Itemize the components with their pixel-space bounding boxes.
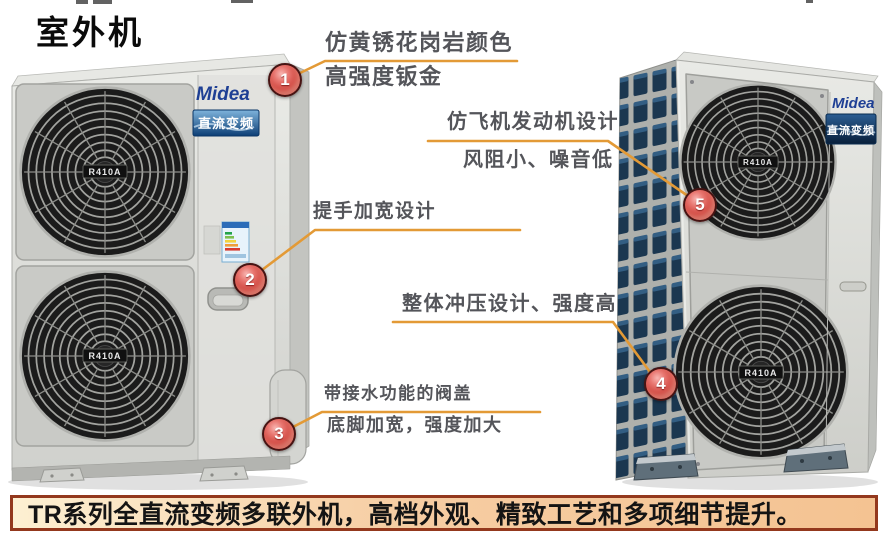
- energy-bar: [225, 236, 234, 239]
- foot-bolt: [678, 465, 682, 469]
- foot-bolt: [234, 472, 238, 476]
- refrigerant-badge: [82, 348, 128, 363]
- bottom-banner: TR系列全直流变频多联外机，高档外观、精致工艺和多项细节提升。: [10, 495, 878, 531]
- foot-bolt: [210, 473, 214, 477]
- callout-1-line-2: 高强度钣金: [325, 64, 443, 89]
- panel-seam: [825, 91, 831, 461]
- callout-2-line-1: 提手加宽设计: [313, 201, 437, 222]
- callout-3-line-2: 底脚加宽，强度加大: [327, 415, 503, 435]
- callout-marker-4: 4: [644, 367, 678, 401]
- callout-4-line-1: 整体冲压设计、强度高: [402, 293, 617, 315]
- mounting-foot: [39, 467, 85, 483]
- refrigerant-label: R410A: [88, 351, 121, 361]
- refrigerant-label: R410A: [744, 368, 777, 378]
- callout-marker-2: 2: [233, 263, 267, 297]
- badge-wave: [193, 123, 255, 131]
- mounting-foot-plate: [786, 444, 846, 456]
- refrigerant-badge: [738, 365, 784, 380]
- callout-number: 4: [656, 374, 666, 393]
- callout-number: 3: [274, 424, 284, 443]
- callout-5-line-2: 风阻小、噪音低: [463, 149, 614, 171]
- energy-bar: [225, 240, 236, 243]
- energy-bar: [225, 244, 238, 247]
- foot-bolt: [650, 467, 654, 471]
- mounting-foot-plate: [636, 454, 696, 464]
- callout-marker-5: 5: [683, 188, 717, 222]
- refrigerant-label: R410A: [743, 158, 773, 167]
- panel-screw: [820, 94, 824, 98]
- top-crop-artifact: [806, 0, 813, 3]
- foot-bolt: [828, 456, 832, 460]
- callout-1-line-1: 仿黄锈花岗岩颜色: [325, 30, 514, 55]
- inverter-badge: [825, 113, 877, 145]
- panel-seam: [685, 271, 829, 281]
- outdoor-unit-angle-photo: R410A R410A Midea 直流变频: [615, 51, 883, 490]
- foot-bolt: [50, 474, 54, 478]
- callout-number: 5: [695, 195, 705, 214]
- vent-grid-slots: [616, 60, 688, 480]
- inverter-badge-label: 直流变频: [198, 116, 254, 131]
- callout-marker-3: 3: [262, 417, 296, 451]
- inverter-badge-label: 直流变频: [827, 123, 875, 137]
- refrigerant-badge: [82, 164, 128, 179]
- energy-bar: [225, 248, 240, 251]
- top-crop-artifact: [93, 0, 112, 4]
- top-crop-artifact: [231, 0, 253, 3]
- panel-screw: [690, 80, 694, 84]
- carry-handle: [839, 281, 867, 292]
- energy-label-header: [222, 222, 249, 228]
- callout-5-line-1: 仿飞机发动机设计: [447, 111, 619, 133]
- midea-logo: Midea: [832, 95, 875, 112]
- panel-screw: [696, 462, 700, 466]
- callout-marker-1: 1: [268, 63, 302, 97]
- page-title: 室外机: [36, 14, 144, 51]
- callout-number: 2: [245, 270, 255, 289]
- top-crop-artifact: [76, 0, 88, 4]
- callout-number: 1: [280, 70, 290, 89]
- mounting-foot: [199, 465, 249, 482]
- carry-handle-recess: [212, 294, 244, 307]
- refrigerant-badge: [737, 155, 779, 169]
- badge-wave: [826, 128, 876, 136]
- callout-3-line-1: 带接水功能的阀盖: [324, 384, 472, 403]
- outdoor-unit-front-photo: R410A R410A Midea 直流变频: [8, 53, 310, 490]
- energy-bar: [225, 232, 232, 235]
- refrigerant-label: R410A: [88, 167, 121, 177]
- spec-sticker: [203, 225, 221, 255]
- banner-text: TR系列全直流变频多联外机，高档外观、精致工艺和多项细节提升。: [28, 501, 802, 529]
- foot-bolt: [70, 473, 74, 477]
- energy-label-footer: [225, 254, 246, 258]
- unit-shadow: [622, 474, 878, 490]
- foot-bolt: [800, 459, 804, 463]
- midea-logo: Midea: [196, 84, 250, 105]
